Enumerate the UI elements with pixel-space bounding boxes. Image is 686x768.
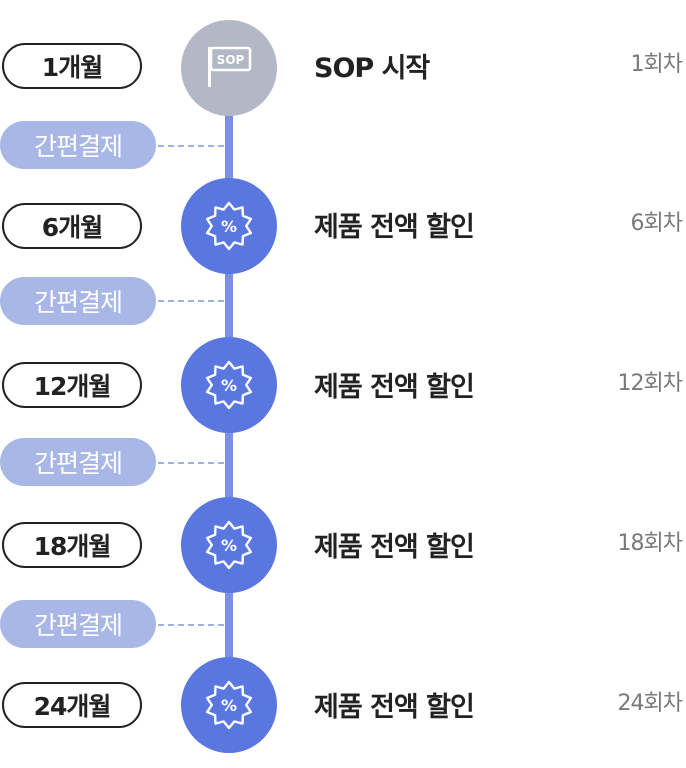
milestone-node-discount: % xyxy=(181,497,277,593)
discount-badge-icon: % xyxy=(205,520,253,570)
event-label: SOP 시작 xyxy=(314,53,430,84)
event-label: 제품 전액 할인 xyxy=(314,692,475,723)
payment-pill: 간편결제 xyxy=(0,438,156,486)
count-label: 18회차 xyxy=(617,531,683,556)
month-pill: 18개월 xyxy=(2,522,142,568)
month-pill: 24개월 xyxy=(2,682,142,728)
discount-badge-icon: % xyxy=(205,201,253,251)
count-label: 24회차 xyxy=(617,691,683,716)
discount-percent-text: % xyxy=(221,696,237,715)
discount-badge-icon: % xyxy=(205,360,253,410)
count-label: 12회차 xyxy=(617,371,683,396)
discount-percent-text: % xyxy=(221,376,237,395)
payment-connector xyxy=(158,145,224,147)
discount-percent-text: % xyxy=(221,217,237,236)
month-pill: 1개월 xyxy=(2,43,142,89)
count-label: 6회차 xyxy=(630,211,683,236)
payment-pill: 간편결제 xyxy=(0,121,156,169)
discount-badge-icon: % xyxy=(205,680,253,730)
milestone-node-discount: % xyxy=(181,178,277,274)
payment-pill: 간편결제 xyxy=(0,600,156,648)
event-label: 제품 전액 할인 xyxy=(314,212,475,243)
milestone-node-discount: % xyxy=(181,337,277,433)
payment-pill: 간편결제 xyxy=(0,277,156,325)
payment-connector xyxy=(158,624,224,626)
month-pill: 12개월 xyxy=(2,362,142,408)
milestone-node-sop: SOP xyxy=(181,20,277,116)
month-pill: 6개월 xyxy=(2,203,142,249)
milestone-node-discount: % xyxy=(181,657,277,753)
discount-percent-text: % xyxy=(221,536,237,555)
payment-connector xyxy=(158,462,224,464)
count-label: 1회차 xyxy=(630,52,683,77)
sop-flag-text: SOP xyxy=(217,53,245,67)
event-label: 제품 전액 할인 xyxy=(314,372,475,403)
sop-flag-icon: SOP xyxy=(208,46,252,87)
payment-connector xyxy=(158,300,224,302)
event-label: 제품 전액 할인 xyxy=(314,532,475,563)
